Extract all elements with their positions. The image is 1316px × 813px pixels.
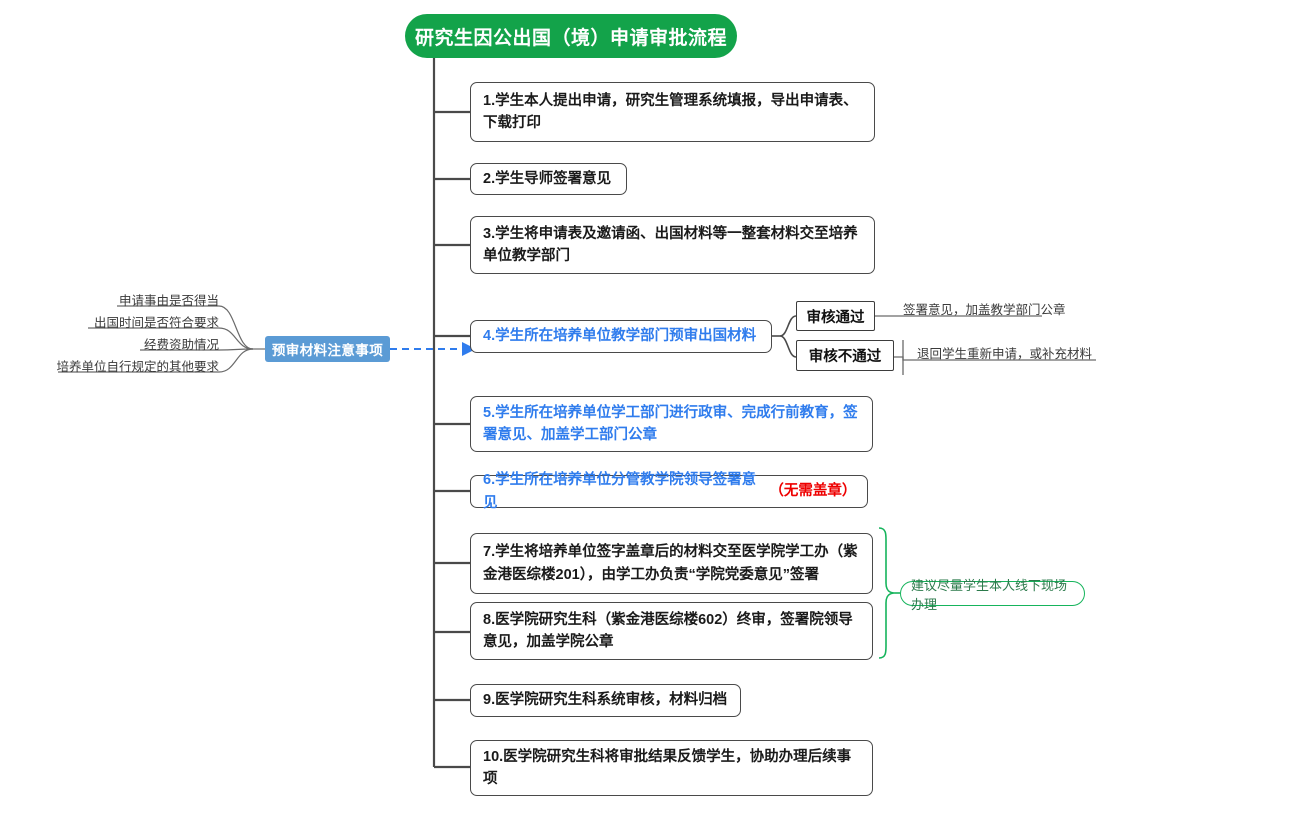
step-2-text: 2.学生导师签署意见 — [483, 170, 612, 187]
step-6-text: 6.学生所在培养单位分管教学院领导签署意见 — [483, 472, 757, 511]
step-7-text: 7.学生将培养单位签字盖章后的材料交至医学院学工办（紫金港医综楼201），由学工… — [483, 544, 858, 583]
flowchart-title: 研究生因公出国（境）申请审批流程 — [405, 14, 737, 58]
step-box-2[interactable]: 2.学生导师签署意见 — [470, 163, 627, 195]
step-box-9[interactable]: 9.医学院研究生科系统审核，材料归档 — [470, 684, 741, 717]
precheck-item-2: 出国时间是否符合要求 — [93, 316, 219, 330]
review-result-pass[interactable]: 审核通过 — [796, 301, 875, 331]
step-1-text: 1.学生本人提出申请，研究生管理系统填报，导出申请表、下载打印 — [483, 92, 858, 131]
review-pass-outcome: 签署意见，加盖教学部门公章 — [903, 303, 1066, 317]
precheck-item-3: 经费资助情况 — [143, 338, 219, 352]
step-3-text: 3.学生将申请表及邀请函、出国材料等一整套材料交至培养单位教学部门 — [483, 225, 858, 264]
step-8-text: 8.医学院研究生科（紫金港医综楼602）终审，签署院领导意见，加盖学院公章 — [483, 611, 853, 650]
step-box-8[interactable]: 8.医学院研究生科（紫金港医综楼602）终审，签署院领导意见，加盖学院公章 — [470, 602, 873, 660]
step-10-text: 10.医学院研究生科将审批结果反馈学生，协助办理后续事项 — [483, 748, 852, 787]
step-box-10[interactable]: 10.医学院研究生科将审批结果反馈学生，协助办理后续事项 — [470, 740, 873, 796]
step-box-7[interactable]: 7.学生将培养单位签字盖章后的材料交至医学院学工办（紫金港医综楼201），由学工… — [470, 533, 873, 594]
precheck-item-1: 申请事由是否得当 — [118, 294, 219, 308]
step-box-4[interactable]: 4.学生所在培养单位教学部门预审出国材料 — [470, 320, 772, 353]
step-box-1[interactable]: 1.学生本人提出申请，研究生管理系统填报，导出申请表、下载打印 — [470, 82, 875, 142]
step-box-6[interactable]: 6.学生所在培养单位分管教学院领导签署意见 （无需盖章） — [470, 472, 868, 511]
precheck-item-4: 培养单位自行规定的其他要求 — [56, 360, 219, 374]
precheck-callout-label: 预审材料注意事项 — [271, 343, 384, 358]
step-box-3[interactable]: 3.学生将申请表及邀请函、出国材料等一整套材料交至培养单位教学部门 — [470, 216, 875, 274]
step-6-note: （无需盖章） — [769, 483, 857, 500]
offline-note-text: 建议尽量学生本人线下现场办理 — [911, 577, 1068, 612]
step-9-text: 9.医学院研究生科系统审核，材料归档 — [483, 692, 728, 709]
offline-note-pill[interactable]: 建议尽量学生本人线下现场办理 — [900, 578, 1085, 612]
review-result-fail[interactable]: 审核不通过 — [796, 340, 894, 371]
step-5-text: 5.学生所在培养单位学工部门进行政审、完成行前教育，签署意见、加盖学工部门公章 — [483, 404, 858, 443]
review-pass-label: 审核通过 — [806, 309, 865, 326]
review-fail-label: 审核不通过 — [808, 349, 882, 365]
step-4-text: 4.学生所在培养单位教学部门预审出国材料 — [483, 328, 757, 345]
review-fail-outcome: 退回学生重新申请，或补充材料 — [917, 347, 1093, 361]
step-box-5[interactable]: 5.学生所在培养单位学工部门进行政审、完成行前教育，签署意见、加盖学工部门公章 — [470, 396, 873, 452]
precheck-callout-box[interactable]: 预审材料注意事项 — [265, 336, 390, 362]
